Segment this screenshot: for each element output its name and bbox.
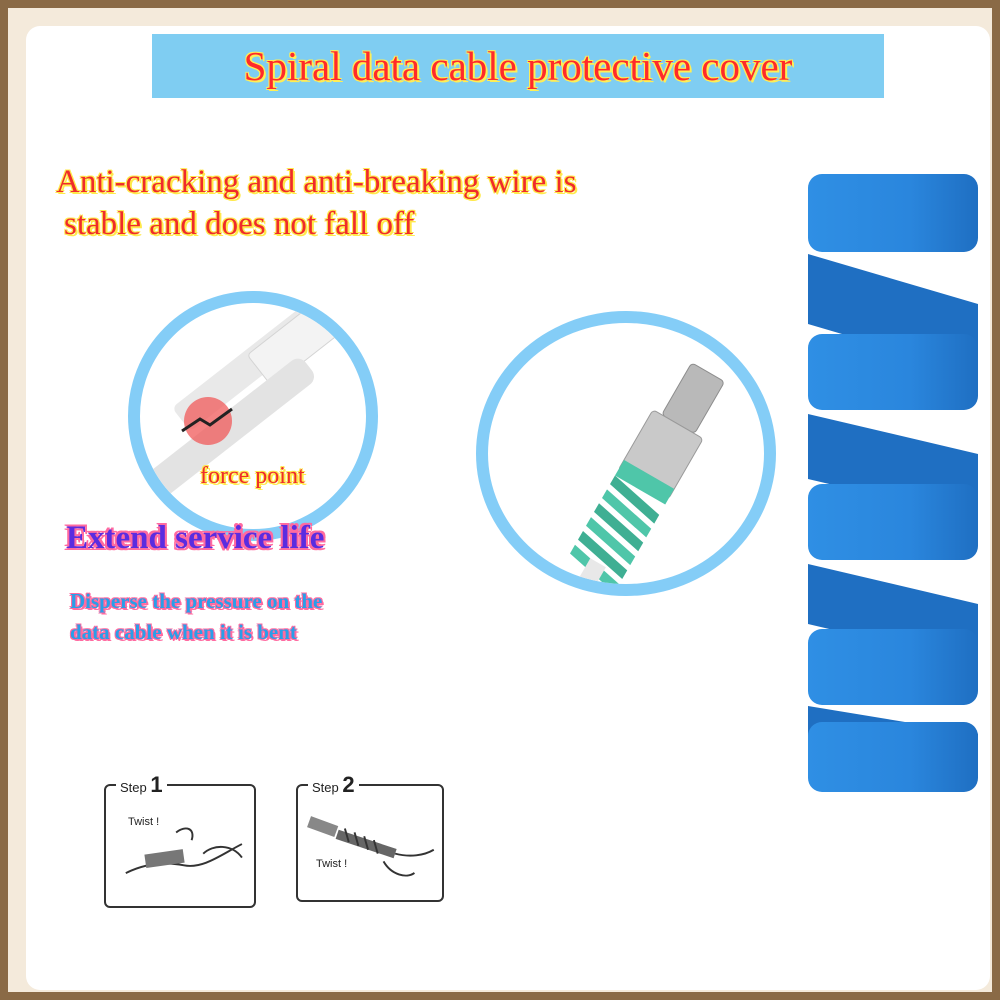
step-1-number: 1: [150, 772, 163, 797]
content-panel: Spiral data cable protective cover Anti-…: [26, 26, 990, 990]
step-1-label: Step 1: [116, 772, 167, 798]
headline-line-2: stable and does not fall off: [64, 206, 415, 242]
disperse-line-2: data cable when it is bent: [70, 620, 297, 644]
step-2-illustration: [307, 816, 435, 877]
extend-service-life-label: Extend service life: [66, 520, 325, 556]
protected-cable-circle: [476, 311, 776, 596]
title-banner: Spiral data cable protective cover: [152, 34, 884, 98]
force-point-label: force point: [200, 463, 305, 489]
disperse-pressure-text: Disperse the pressure on the data cable …: [70, 586, 430, 648]
disperse-line-1: Disperse the pressure on the: [70, 589, 323, 613]
step-2-panel: Step 2 Twist !: [296, 772, 444, 902]
protected-cable-illustration: [560, 363, 724, 584]
blue-spiral-image: [808, 174, 978, 792]
headline: Anti-cracking and anti-breaking wire is …: [56, 161, 716, 245]
step-1-illustration: [125, 827, 243, 874]
force-point-marker: [184, 397, 232, 445]
inner-frame: Spiral data cable protective cover Anti-…: [8, 8, 992, 992]
step-1-panel: Step 1 Twist !: [104, 772, 256, 908]
page-title: Spiral data cable protective cover: [243, 43, 793, 89]
step-2-label: Step 2: [308, 772, 359, 798]
headline-line-1: Anti-cracking and anti-breaking wire is: [56, 164, 577, 200]
step-1-twist-text: Twist !: [128, 816, 160, 828]
step-2-twist-text: Twist !: [316, 858, 348, 870]
step-2-number: 2: [342, 772, 355, 797]
force-point-circle: force point: [128, 291, 378, 541]
broken-cable-illustration: [146, 303, 346, 498]
